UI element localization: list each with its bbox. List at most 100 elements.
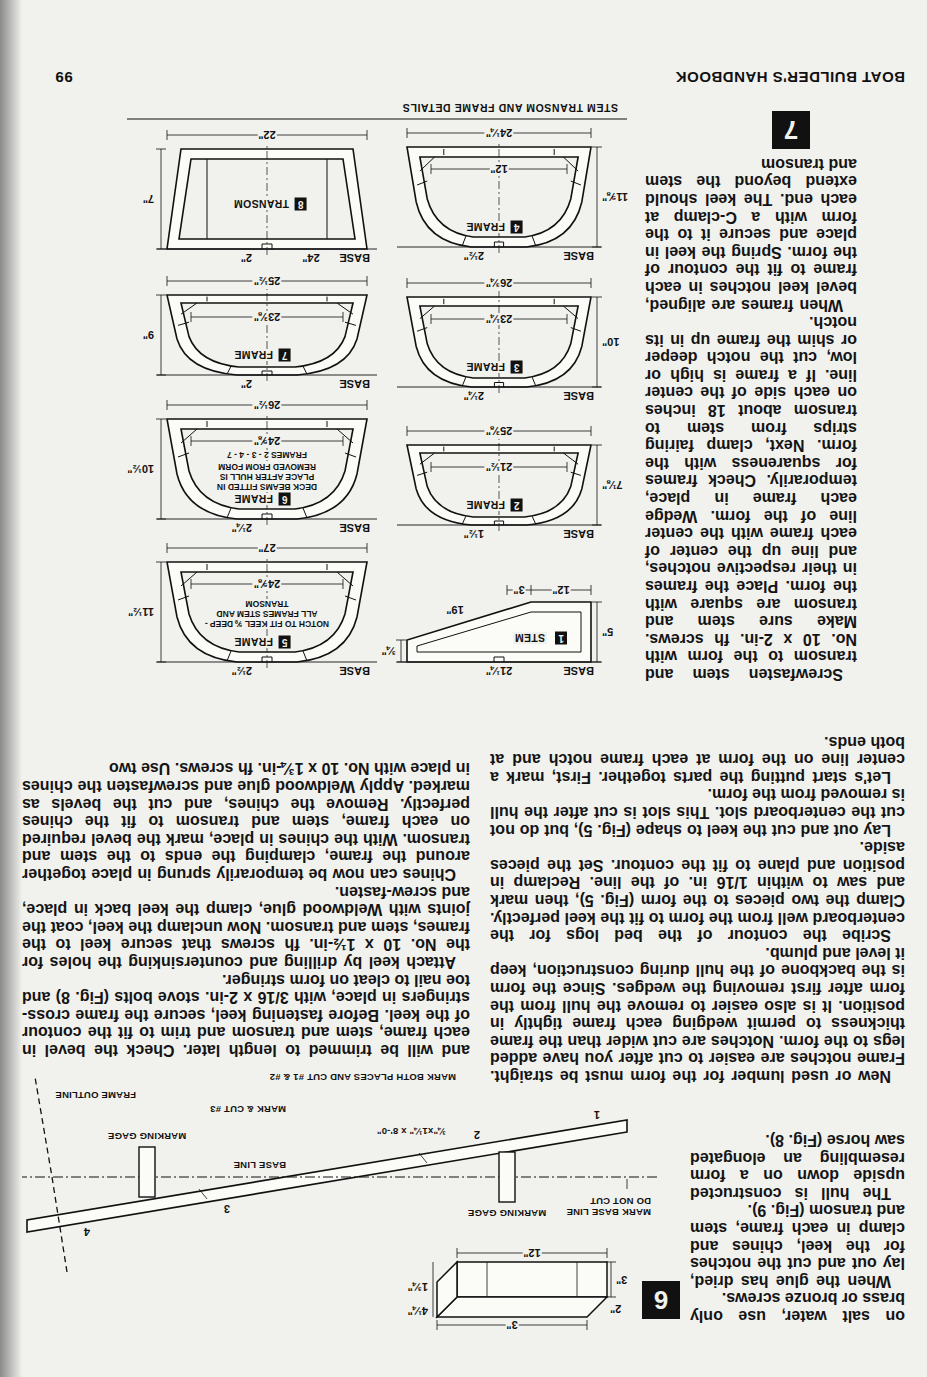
dimension-label: 10½" [126,463,155,475]
stem-drawing [407,602,591,662]
body-paragraph: on salt water, use only brass or bronze … [690,1290,905,1325]
drawing-label: MARKING GAGE [107,1131,187,1142]
dimension-line [627,1179,628,1189]
dimension-line [407,426,602,525]
dimension-label: BASE [562,665,595,677]
dimension-label: 22" [257,129,276,141]
dimension-label: 26¾" [485,277,514,289]
dimension-label: 1¾" [406,1281,429,1293]
dimension-label: 5" [601,626,614,638]
dimension-label: 3" [615,1274,628,1286]
body-paragraph: When the glue has dried, lay out and cut… [690,1202,905,1290]
dimension-label: 21¼" [485,665,514,677]
running-footer: 99 [55,69,73,86]
dimension-line [156,543,367,662]
dimension-line [156,128,602,662]
part-name: FRAME [464,361,507,373]
frame-outline-dashed [35,1077,67,1272]
dimension-line [156,400,367,519]
dimension-label: 11½" [127,606,155,618]
body-paragraph: Attach keel by drilling and countersinki… [22,883,470,971]
part-name: FRAME [232,349,275,361]
drawing-note: DECK BEAMS FITTED IN PLACE AFTER HULL IS… [202,462,332,492]
base-line [157,247,601,662]
dimension-label: 21½" [485,461,514,473]
dimension-label: 9" [142,329,155,341]
marking-block [437,1262,607,1317]
body-paragraph: New or used lumber for the form must be … [490,944,905,1085]
form-stringer [27,1120,627,1232]
dimension-label: 2" [240,378,253,390]
marking-block [437,1297,607,1317]
text-column: Screwfasten stem and transom to the form… [645,155,857,683]
drawing-label: ¾"x1¼" x 8'-0" [376,1126,447,1137]
dimension-label: 2½" [230,665,253,677]
body-paragraph: When frames are aligned, bevel keel notc… [645,155,857,313]
part-name: FRAME [464,499,507,511]
binding-shadow [0,0,22,1377]
dimension-label: 2" [609,1303,622,1315]
body-paragraph: Let's start putting the parts together. … [490,733,905,786]
dimension-label: 3 [223,1203,231,1215]
text-column: New or used lumber for the form must be … [490,733,905,1085]
dimension-line [407,128,602,247]
dimension-line [437,1320,587,1330]
marking-block [437,1262,457,1317]
dimension-label: 10" [601,336,620,348]
dimension-label: 12" [551,584,570,596]
part-number: 7 [279,349,291,362]
marking-gage [499,1152,515,1202]
drawing-label: MARK BOTH PLACES AND CUT #1 & #2 [268,1072,457,1083]
stem-drawing [417,612,581,652]
marking-gage [139,1147,155,1197]
drawing-label: FRAME OUTLINE [54,1090,137,1101]
part-number: 1 [555,632,567,645]
dimension-label: 7" [142,193,155,205]
text-column: on salt water, use only brass or bronze … [690,1131,905,1325]
dimension-label: 1½" [462,528,485,540]
dimension-label: BASE [338,378,371,390]
dimension-label: 2" [240,252,253,264]
dimension-label: BASE [338,665,371,677]
dimension-label: 12" [522,1247,541,1259]
caption-rule [127,118,627,119]
dimension-line [396,640,406,662]
form-stringer [199,1153,427,1199]
dimension-label: 25½" [253,275,282,287]
dimension-label: 2¼" [230,522,253,534]
body-paragraph: and will be trimmed to length later. Che… [22,971,470,1059]
part-name: FRAME [232,493,275,505]
marking-block [487,1262,577,1297]
drawing-label: BASE LINE [233,1160,287,1171]
dimension-label: 4¼" [406,1305,429,1317]
body-paragraph: Scribe the contour of the bed logs for t… [490,839,905,945]
dimension-label: 26½" [253,399,282,411]
dimension-label: BASE [562,250,595,262]
stem-drawing [494,657,504,662]
drawing-label: MARKING GAGE [467,1208,547,1219]
marking-gage [139,1147,515,1202]
dimension-line [507,585,591,595]
drawing-note: FRAMES 2 - 3 - 4 - 7 [227,450,307,460]
part-number: 8 [295,198,307,211]
dimension-label: 24⅝" [253,578,282,590]
part-name: FRAME [232,636,275,648]
dimension-label: 27" [257,542,276,554]
text-column: and will be trimmed to length later. Che… [22,760,470,1059]
part-number: 5 [279,636,291,649]
dimension-label: 24" [301,252,320,264]
dimension-label: 1 [593,1109,601,1121]
base-line [22,1177,657,1178]
dimension-label: BASE [562,390,595,402]
dimension-label: 12" [489,163,508,175]
part-number: 4 [511,221,523,234]
body-paragraph: The hull is constructed upside down on a… [690,1131,905,1201]
body-paragraph: Lay out and cut the keel to shape (Fig. … [490,786,905,839]
figure-caption: STEM TRANSOM AND FRAME DETAILS [400,102,620,114]
dimension-label: ¾" [381,645,397,657]
dimension-label: 2¼" [462,390,485,402]
dimension-line [407,278,602,387]
dimension-line [156,276,367,375]
drawing-note: NOTCH TO FIT KEEL ⅝ DEEP - ALL FRAMES ST… [202,599,332,629]
